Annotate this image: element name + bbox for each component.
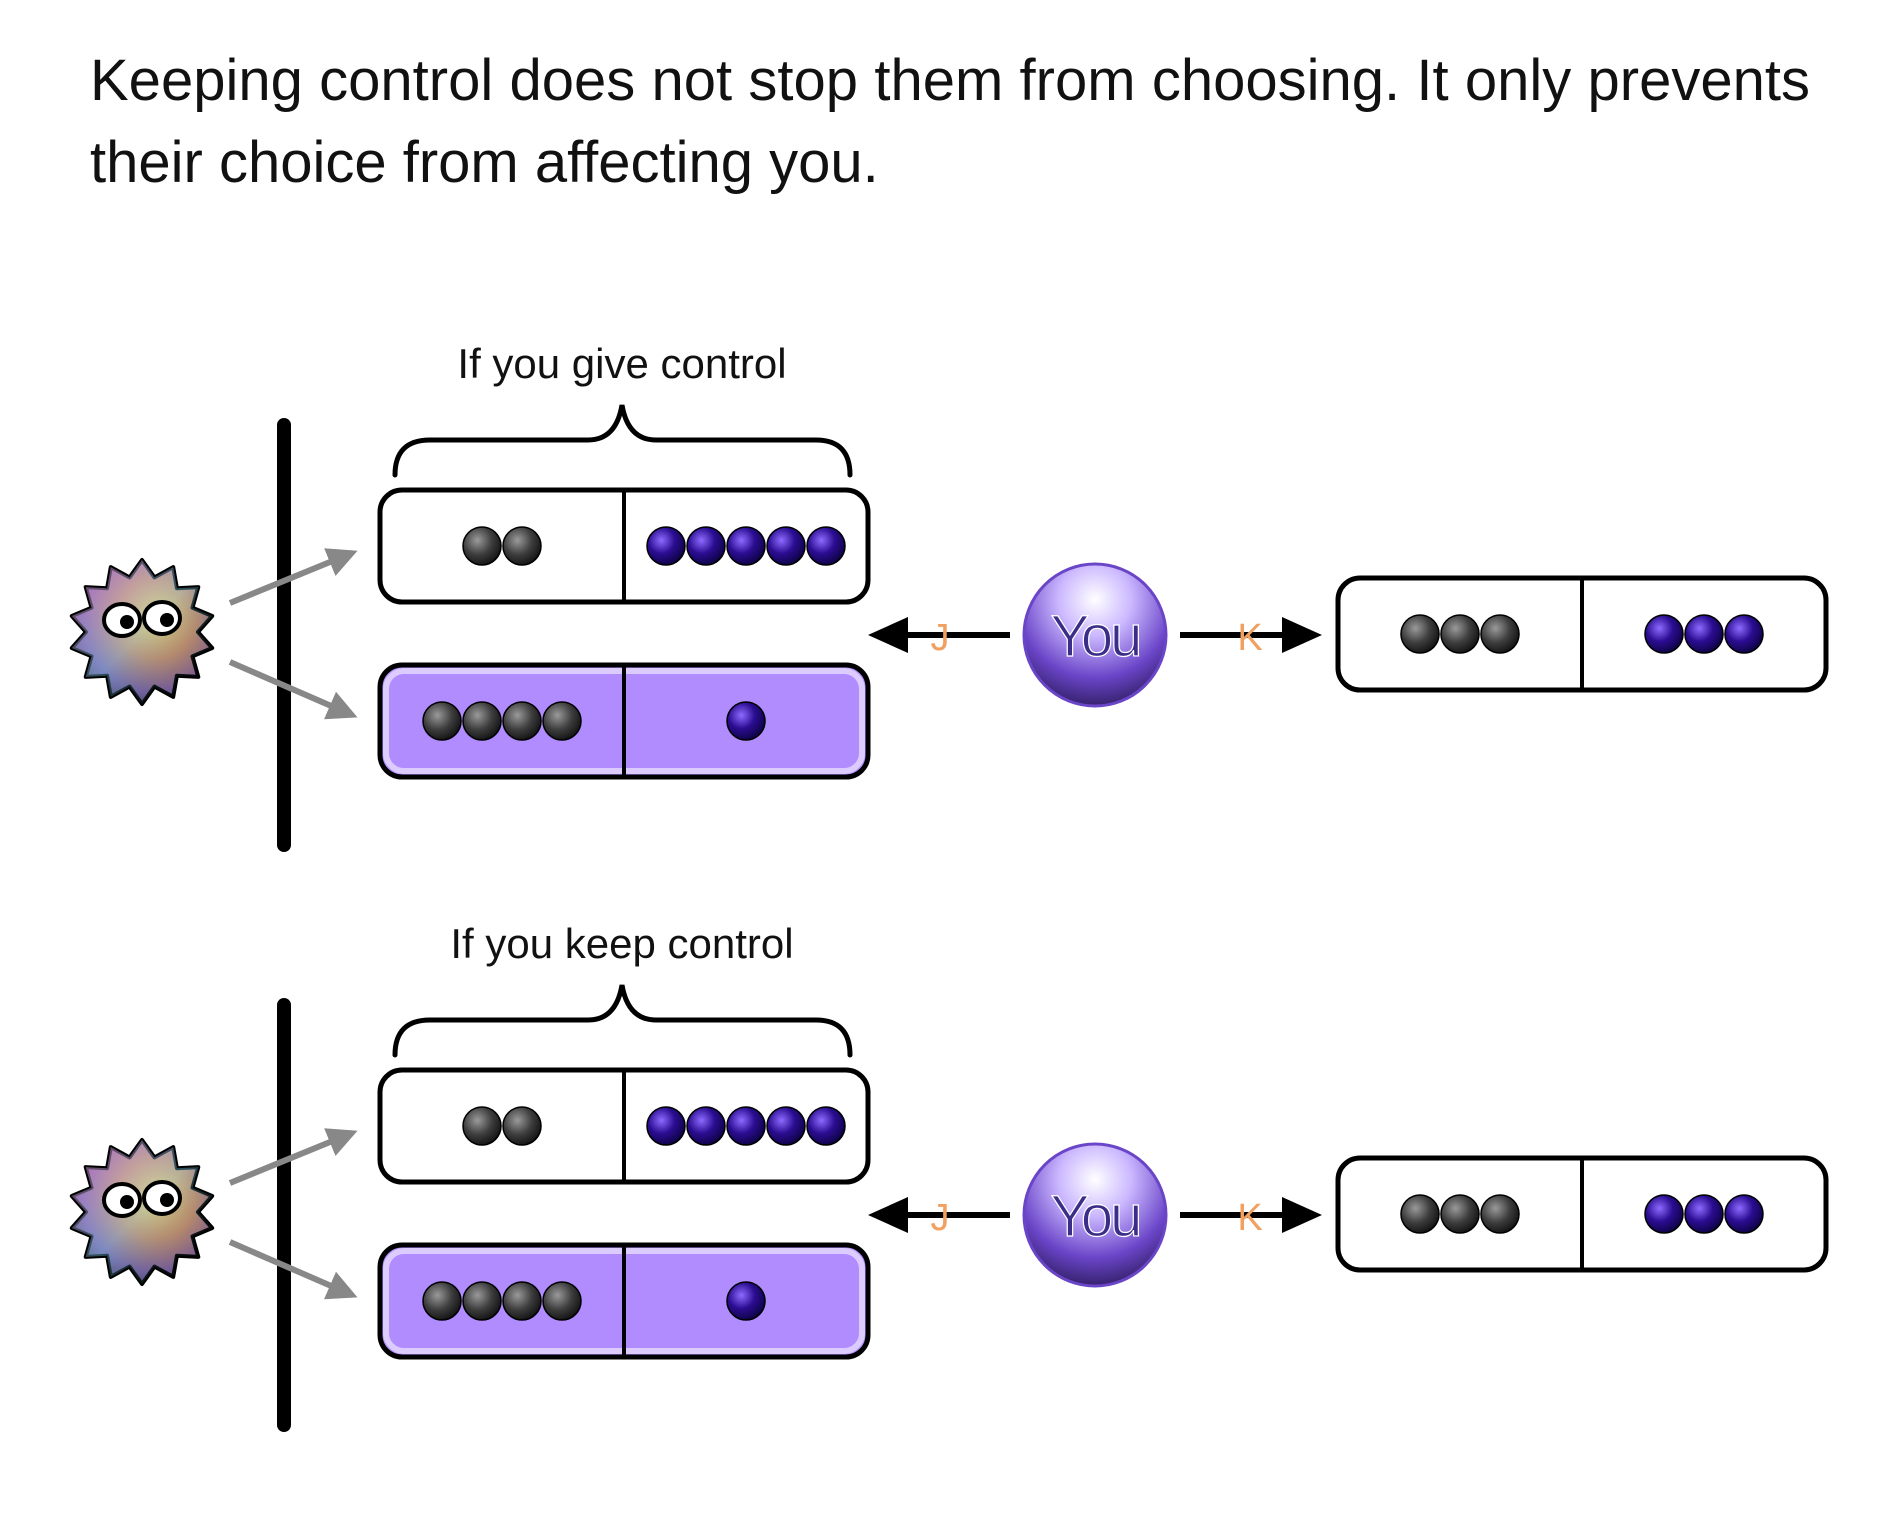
partner-option-upper bbox=[377, 1067, 871, 1185]
dark-token bbox=[502, 1281, 542, 1321]
you-label: You bbox=[1051, 604, 1140, 669]
curly-brace bbox=[392, 984, 853, 1058]
dark-token bbox=[502, 1106, 542, 1146]
dark-token bbox=[1400, 614, 1440, 654]
purple-token bbox=[726, 1106, 766, 1146]
dark-token bbox=[462, 1106, 502, 1146]
panel-caption: If you give control bbox=[457, 340, 786, 387]
purple-token bbox=[1724, 1194, 1764, 1234]
key-k-label: K bbox=[1237, 617, 1262, 659]
arrow-to-lower-option bbox=[228, 1239, 358, 1300]
you-sphere bbox=[1022, 562, 1168, 708]
you-sphere bbox=[1022, 1142, 1168, 1288]
self-option bbox=[1335, 575, 1829, 693]
arrow-to-upper-option bbox=[228, 548, 358, 606]
dark-token bbox=[422, 1281, 462, 1321]
purple-token bbox=[686, 526, 726, 566]
dark-token bbox=[1480, 614, 1520, 654]
dark-token bbox=[542, 1281, 582, 1321]
dark-token bbox=[542, 701, 582, 741]
partner-option-lower bbox=[377, 662, 871, 780]
arrow-left-icon bbox=[868, 1197, 908, 1233]
purple-token bbox=[1644, 614, 1684, 654]
purple-token bbox=[1684, 614, 1724, 654]
dark-token bbox=[1480, 1194, 1520, 1234]
instruction-text: Keeping control does not stop them from … bbox=[90, 48, 1810, 195]
purple-token bbox=[646, 526, 686, 566]
arrow-right-icon bbox=[1282, 617, 1322, 653]
you-label: You bbox=[1051, 1184, 1140, 1249]
you-agent: You bbox=[1022, 1142, 1168, 1288]
dark-token bbox=[502, 526, 542, 566]
you-agent: You bbox=[1022, 562, 1168, 708]
dark-token bbox=[1440, 1194, 1480, 1234]
panel-caption: If you keep control bbox=[450, 920, 793, 967]
dark-token bbox=[1440, 614, 1480, 654]
purple-token bbox=[686, 1106, 726, 1146]
purple-token bbox=[806, 526, 846, 566]
dark-token bbox=[462, 701, 502, 741]
purple-token bbox=[1724, 614, 1764, 654]
purple-token bbox=[726, 701, 766, 741]
self-option bbox=[1335, 1155, 1829, 1273]
dark-token bbox=[1400, 1194, 1440, 1234]
dark-token bbox=[462, 526, 502, 566]
partner-option-lower-border bbox=[377, 662, 871, 780]
key-k-label: K bbox=[1237, 1197, 1262, 1239]
curly-brace bbox=[392, 404, 853, 478]
purple-token bbox=[806, 1106, 846, 1146]
arrow-to-upper-option bbox=[228, 1128, 358, 1186]
arrow-to-lower-option bbox=[228, 659, 358, 720]
partner-option-upper bbox=[377, 487, 871, 605]
purple-token bbox=[766, 526, 806, 566]
self-option-border bbox=[1335, 1155, 1829, 1273]
purple-token bbox=[646, 1106, 686, 1146]
purple-token bbox=[726, 526, 766, 566]
partner-option-upper-border bbox=[377, 487, 871, 605]
partner-creature-icon bbox=[69, 1138, 215, 1286]
partner-option-lower-border bbox=[377, 1242, 871, 1360]
partner-option-upper-border bbox=[377, 1067, 871, 1185]
self-option-border bbox=[1335, 575, 1829, 693]
key-j-label: J bbox=[931, 617, 950, 659]
partner-creature-icon bbox=[69, 558, 215, 706]
dark-token bbox=[502, 701, 542, 741]
purple-token bbox=[726, 1281, 766, 1321]
dark-token bbox=[462, 1281, 502, 1321]
purple-token bbox=[1684, 1194, 1724, 1234]
key-j-label: J bbox=[931, 1197, 950, 1239]
arrow-right-icon bbox=[1282, 1197, 1322, 1233]
purple-token bbox=[766, 1106, 806, 1146]
arrow-left-icon bbox=[868, 617, 908, 653]
dark-token bbox=[422, 701, 462, 741]
purple-token bbox=[1644, 1194, 1684, 1234]
partner-option-lower bbox=[377, 1242, 871, 1360]
